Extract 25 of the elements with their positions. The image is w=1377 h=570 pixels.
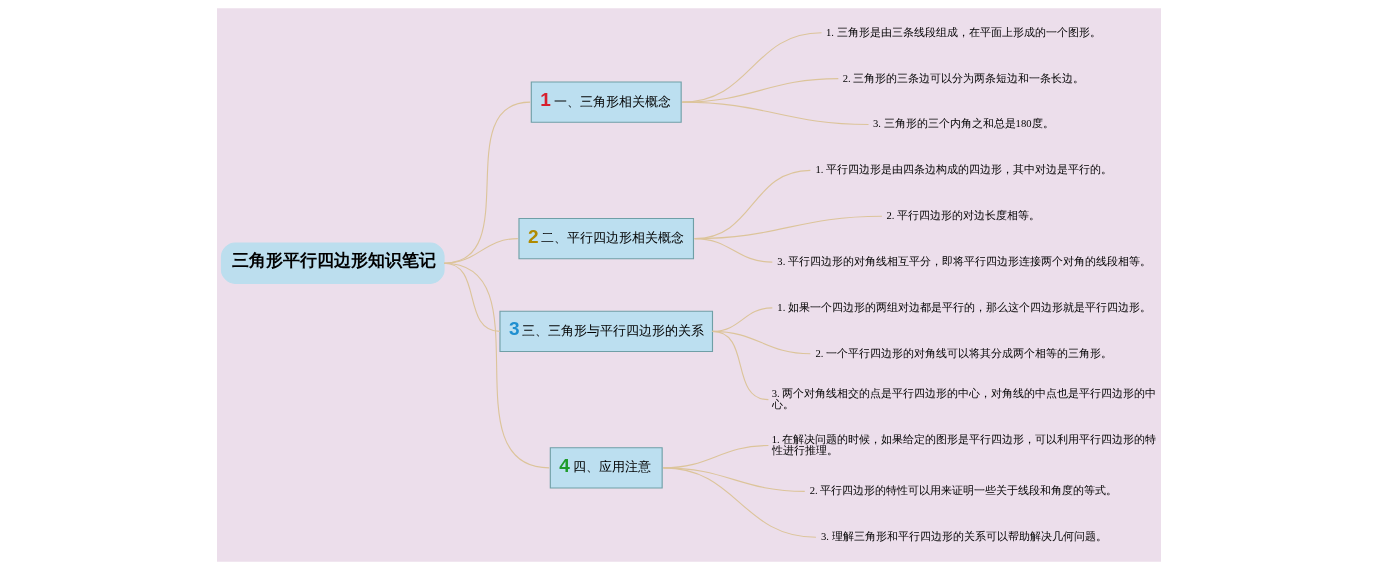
connector [662, 467, 816, 538]
node-box: 4 四、应用注意 [549, 447, 663, 489]
connector [443, 262, 550, 469]
connector [443, 101, 531, 264]
node-text: 3. 理解三角形和平行四边形的关系可以帮助解决几何问题。 [820, 531, 1107, 543]
node-box: 3 三、三角形与平行四边形的关系 [498, 310, 713, 353]
connector [681, 78, 839, 103]
node-text: 2. 平行四边形的对边长度相等。 [885, 210, 1040, 222]
node-text: 2. 平行四边形的特性可以用来证明一些关于线段和角度的等式。 [809, 485, 1117, 497]
node-text: 3. 两个对角线相交的点是平行四边形的中心，对角线的中点也是平行四边形的中心。 [771, 387, 1156, 411]
node-box: 三角形平行四边形知识笔记 [220, 242, 445, 284]
node-text: 1. 如果一个四边形的两组对边都是平行的，那么这个四边形就是平行四边形。 [776, 301, 1151, 313]
node-text: 1. 平行四边形是由四条边构成的四边形，其中对边是平行的。 [814, 164, 1112, 176]
node-text: 3. 平行四边形的对角线相互平分，即将平行四边形连接两个对角的线段相等。 [776, 255, 1151, 267]
connector [693, 238, 773, 263]
node-box: 2 二、平行四边形相关概念 [517, 217, 694, 260]
node-text: 1. 在解决问题的时候，如果给定的图形是平行四边形，可以利用平行四边形的特性进行推理。 [771, 433, 1156, 456]
connector [443, 238, 518, 264]
node-text: 2. 一个平行四边形的对角线可以将其分成两个相等的三角形。 [814, 347, 1112, 359]
node-text: 1. 三角形是由三条线段组成，在平面上形成的一个图形。 [825, 26, 1101, 38]
node-text: 2. 三角形的三条边可以分为两条短边和一条长边。 [842, 72, 1084, 84]
node-box: 1 一、三角形相关概念 [530, 81, 682, 123]
node-text: 3. 三角形的三个内角之和总是180度。 [872, 118, 1054, 130]
connector [681, 101, 869, 126]
connector [711, 330, 769, 401]
